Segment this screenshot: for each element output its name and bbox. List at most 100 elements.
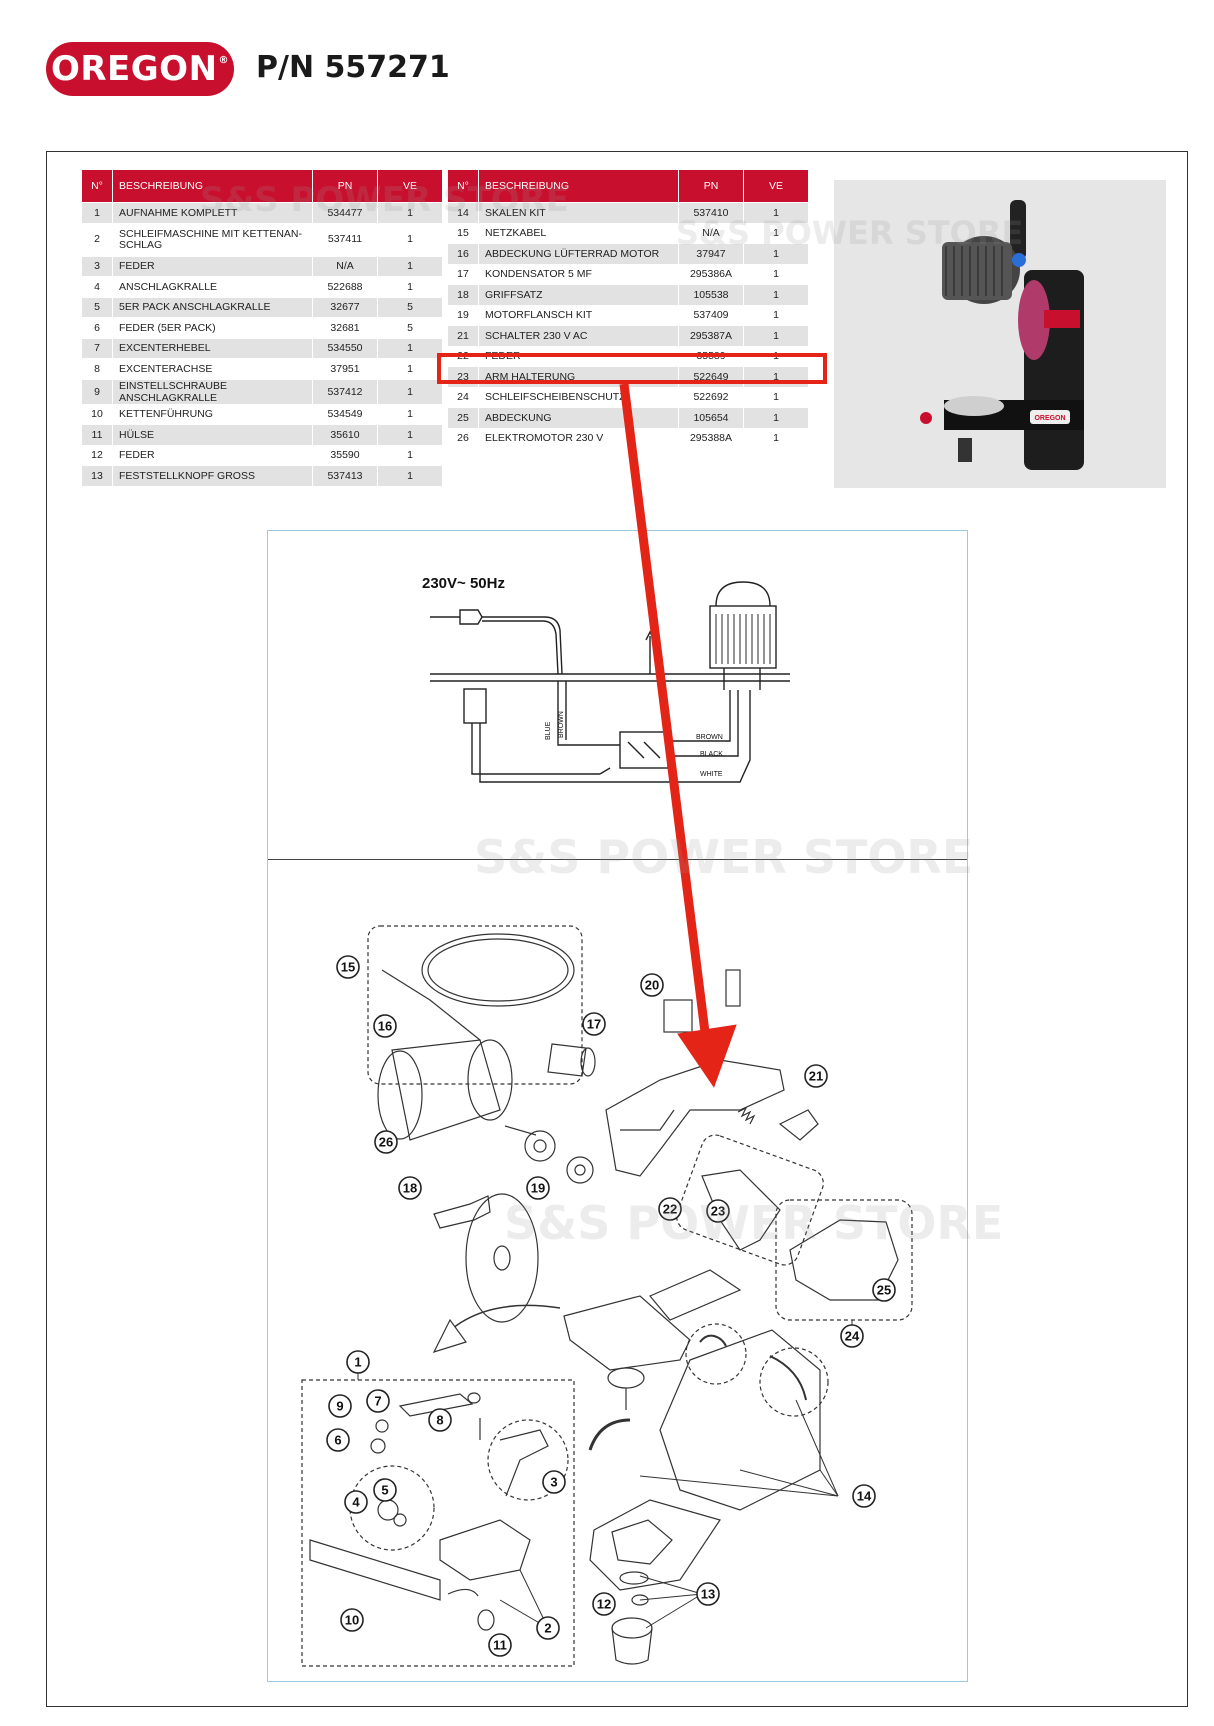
pn-cell: 537409 — [678, 304, 744, 326]
pn-cell: 295388A — [678, 427, 744, 449]
col-description: BESCHREIBUNG — [112, 169, 313, 203]
callout-13: 13 — [701, 1587, 715, 1602]
callout-9: 9 — [336, 1399, 343, 1414]
ve-cell: 1 — [743, 222, 809, 244]
callout-circle — [872, 1278, 896, 1302]
part-number-cell: 26 — [447, 427, 479, 449]
callout-circle — [366, 1389, 390, 1413]
part-number-cell: 4 — [81, 276, 113, 298]
callout-19: 19 — [531, 1181, 545, 1196]
ve-cell: 1 — [377, 378, 443, 405]
callout-circle — [582, 1012, 606, 1036]
description-cell: HÜLSE — [112, 424, 313, 446]
description-cell: EINSTELLSCHRAUBE ANSCHLAGKRALLE — [112, 378, 313, 405]
callout-circle — [346, 1350, 370, 1374]
callout-circle — [428, 1408, 452, 1432]
col-nr: N° — [81, 169, 113, 203]
callout-5: 5 — [381, 1483, 388, 1498]
part-number-cell: 24 — [447, 386, 479, 408]
callout-circle — [840, 1324, 864, 1348]
col-ve: VE — [743, 169, 809, 203]
ve-cell: 1 — [743, 407, 809, 429]
callout-24: 24 — [845, 1329, 860, 1344]
pn-cell: 105654 — [678, 407, 744, 429]
part-number-cell: 3 — [81, 255, 113, 277]
callout-2: 2 — [544, 1621, 551, 1636]
col-pn: PN — [312, 169, 378, 203]
description-cell: SCHALTER 230 V AC — [478, 325, 679, 347]
callout-circle — [592, 1592, 616, 1616]
ve-cell: 1 — [743, 202, 809, 224]
col-ve: VE — [377, 169, 443, 203]
description-cell: SCHLEIFMASCHINE MIT KETTENAN-SCHLAG — [112, 222, 313, 257]
product-photo: OREGON — [834, 180, 1166, 488]
callout-15: 15 — [341, 960, 355, 975]
description-cell: FEDER (5ER PACK) — [112, 317, 313, 339]
grinder-illustration: OREGON — [920, 200, 1084, 470]
part-number-cell: 2 — [81, 222, 113, 257]
pn-cell: 537413 — [312, 465, 378, 487]
callout-12: 12 — [597, 1597, 611, 1612]
callout-circle — [398, 1176, 422, 1200]
col-nr: N° — [447, 169, 479, 203]
callout-circle — [344, 1490, 368, 1514]
callout-11: 11 — [493, 1638, 507, 1653]
callout-10: 10 — [345, 1613, 359, 1628]
callout-circle — [542, 1470, 566, 1494]
callout-14: 14 — [857, 1489, 872, 1504]
description-cell: 5ER PACK ANSCHLAGKRALLE — [112, 296, 313, 318]
part-number-cell: 13 — [81, 465, 113, 487]
ve-cell: 1 — [377, 337, 443, 359]
photo-oregon-label: OREGON — [1034, 415, 1065, 422]
ve-cell: 1 — [377, 465, 443, 487]
pn-cell: 522688 — [312, 276, 378, 298]
pn-cell: 537410 — [678, 202, 744, 224]
ve-cell: 1 — [743, 427, 809, 449]
parts-table-left: N° BESCHREIBUNG PN VE 1 AUFNAHME KOMPLETT… — [81, 169, 443, 487]
callout-circle — [696, 1582, 720, 1606]
registered-mark: ® — [218, 55, 230, 66]
highlight-box-feder-22 — [437, 353, 827, 384]
pn-cell: N/A — [312, 255, 378, 277]
col-pn: PN — [678, 169, 744, 203]
pn-cell: 537412 — [312, 378, 378, 405]
description-cell: ABDECKUNG LÜFTERRAD MOTOR — [478, 243, 679, 265]
callout-circle — [526, 1176, 550, 1200]
callout-6: 6 — [334, 1433, 341, 1448]
pn-cell: 35610 — [312, 424, 378, 446]
pn-cell: 37951 — [312, 358, 378, 380]
wire-label-brown-vertical: BROWN — [558, 711, 565, 738]
callout-4: 4 — [352, 1495, 360, 1510]
ve-cell: 1 — [377, 222, 443, 257]
callout-17: 17 — [587, 1017, 601, 1032]
callout-21: 21 — [809, 1069, 823, 1084]
callout-7: 7 — [374, 1394, 381, 1409]
ve-cell: 1 — [743, 386, 809, 408]
callout-circle — [804, 1064, 828, 1088]
part-number-cell: 15 — [447, 222, 479, 244]
diagram-divider — [268, 859, 967, 860]
wire-label-white: WHITE — [700, 771, 723, 778]
description-cell: AUFNAHME KOMPLETT — [112, 202, 313, 224]
part-number-cell: 11 — [81, 424, 113, 446]
callout-circle — [706, 1199, 730, 1223]
description-cell: MOTORFLANSCH KIT — [478, 304, 679, 326]
part-number-cell: 12 — [81, 444, 113, 466]
ve-cell: 1 — [377, 202, 443, 224]
voltage-label: 230V~ 50Hz — [422, 575, 505, 592]
callout-circle — [373, 1014, 397, 1038]
pn-cell: 35590 — [312, 444, 378, 466]
callout-1: 1 — [354, 1355, 361, 1370]
pn-cell: 537411 — [312, 222, 378, 257]
